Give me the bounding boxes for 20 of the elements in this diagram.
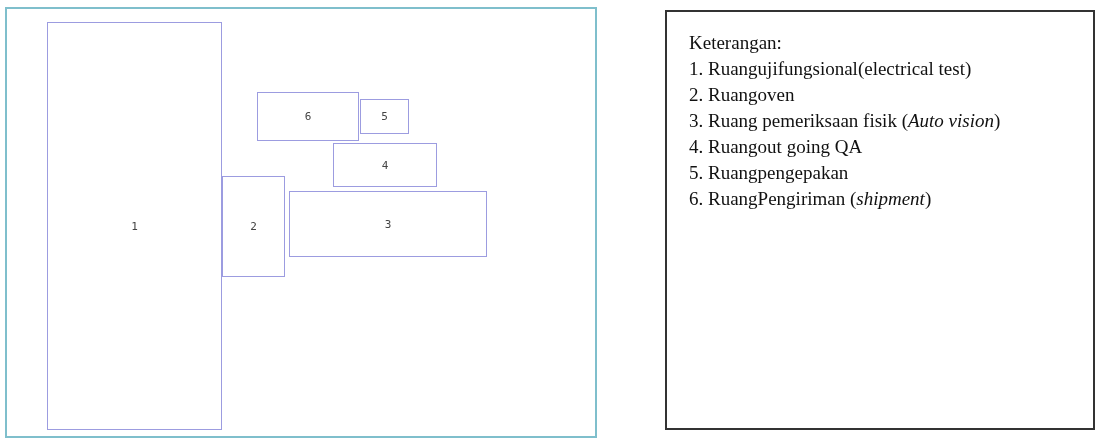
key-item: 6. RuangPengiriman (shipment)	[689, 187, 933, 211]
room-outline	[360, 99, 409, 134]
key-box	[665, 10, 1095, 430]
room-number: 3	[384, 217, 392, 231]
key-heading: Keterangan:	[689, 31, 783, 55]
room-number: 2	[250, 220, 257, 233]
key-item: 1. Ruangujifungsional(electrical test)	[689, 57, 973, 81]
room-outline	[47, 22, 222, 430]
key-item: 2. Ruangoven	[689, 83, 796, 107]
room-outline	[333, 143, 437, 187]
key-item: 4. Ruangout going QA	[689, 135, 864, 159]
key-item: 3. Ruang pemeriksaan fisik (Auto vision)	[689, 109, 1002, 133]
room-outline	[257, 92, 359, 141]
key-item: 5. Ruangpengepakan	[689, 161, 850, 185]
room-outline	[289, 191, 487, 257]
room-number: 6	[304, 110, 312, 123]
room-number: 1	[131, 219, 138, 233]
room-outline	[222, 176, 285, 277]
room-number: 4	[381, 158, 389, 172]
room-number: 5	[381, 110, 388, 123]
